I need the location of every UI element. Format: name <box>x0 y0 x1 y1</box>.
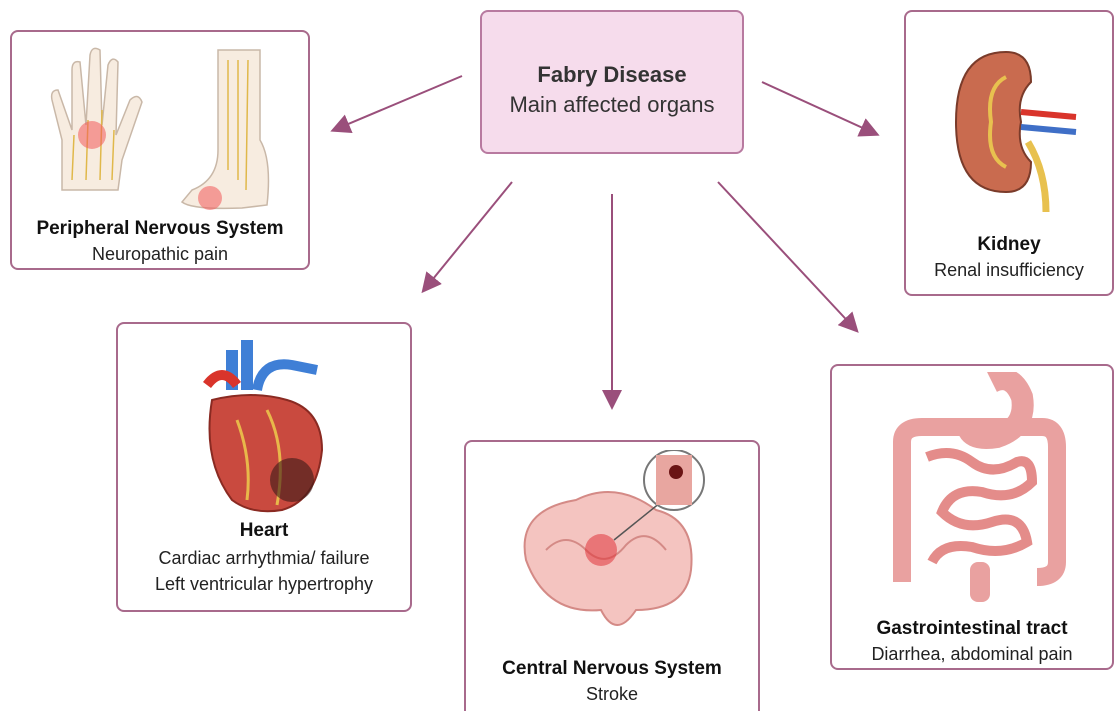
heart-line1: Cardiac arrhythmia/ failure <box>118 548 410 569</box>
center-title: Fabry Disease <box>482 62 742 88</box>
pns-box: Peripheral Nervous System Neuropathic pa… <box>10 30 310 270</box>
heart-line2: Left ventricular hypertrophy <box>118 574 410 595</box>
hand-foot-illustration <box>42 40 282 220</box>
pns-title: Peripheral Nervous System <box>12 218 308 240</box>
arrow-to-kidney <box>762 82 876 134</box>
cns-subtitle: Stroke <box>466 684 758 705</box>
kidney-illustration <box>936 42 1096 212</box>
kidney-title: Kidney <box>906 234 1112 256</box>
kidney-subtitle: Renal insufficiency <box>906 260 1112 281</box>
arrow-to-heart <box>424 182 512 290</box>
center-subtitle: Main affected organs <box>482 92 742 118</box>
gi-subtitle: Diarrhea, abdominal pain <box>832 644 1112 665</box>
gi-illustration <box>872 372 1082 602</box>
gi-title: Gastrointestinal tract <box>832 618 1112 640</box>
arrow-to-pns <box>334 76 462 130</box>
gi-box: Gastrointestinal tract Diarrhea, abdomin… <box>830 364 1114 670</box>
heart-box: Heart Cardiac arrhythmia/ failure Left v… <box>116 322 412 612</box>
pns-subtitle: Neuropathic pain <box>12 244 308 265</box>
cns-box: Central Nervous System Stroke <box>464 440 760 711</box>
cns-title: Central Nervous System <box>466 658 758 680</box>
brain-illustration <box>506 450 726 640</box>
center-box: Fabry Disease Main affected organs <box>480 10 744 154</box>
arrow-to-gi <box>718 182 856 330</box>
heart-illustration <box>192 330 342 520</box>
heart-title: Heart <box>118 520 410 542</box>
kidney-box: Kidney Renal insufficiency <box>904 10 1114 296</box>
